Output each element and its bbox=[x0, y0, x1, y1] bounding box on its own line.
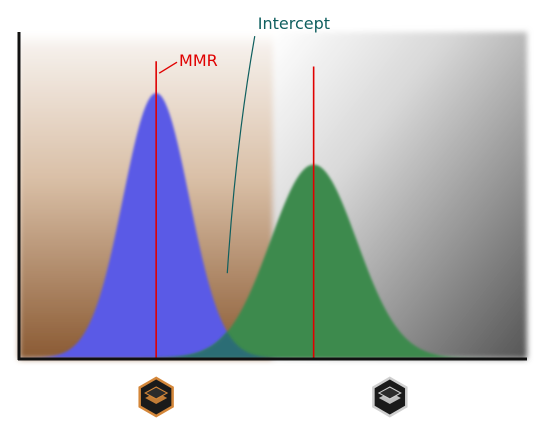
annotations: MMR Intercept bbox=[158, 14, 330, 274]
intercept-leader-line bbox=[226, 35, 256, 274]
overlap-region-area bbox=[156, 332, 314, 358]
silver-rank-icon bbox=[372, 376, 408, 418]
axes bbox=[17, 32, 527, 361]
overlap-region bbox=[156, 332, 314, 358]
mmr-leader-line bbox=[158, 61, 178, 74]
background-zones bbox=[19, 32, 527, 359]
bronze-rank-icon-layer-high bbox=[144, 386, 169, 400]
bronze-rank-icon bbox=[138, 376, 174, 418]
mmr-markers bbox=[155, 61, 315, 358]
silver-rank-icon-layer-high bbox=[377, 386, 402, 400]
mmr-label: MMR bbox=[179, 51, 218, 70]
intercept-label: Intercept bbox=[258, 14, 330, 33]
rank-icons bbox=[138, 376, 408, 418]
